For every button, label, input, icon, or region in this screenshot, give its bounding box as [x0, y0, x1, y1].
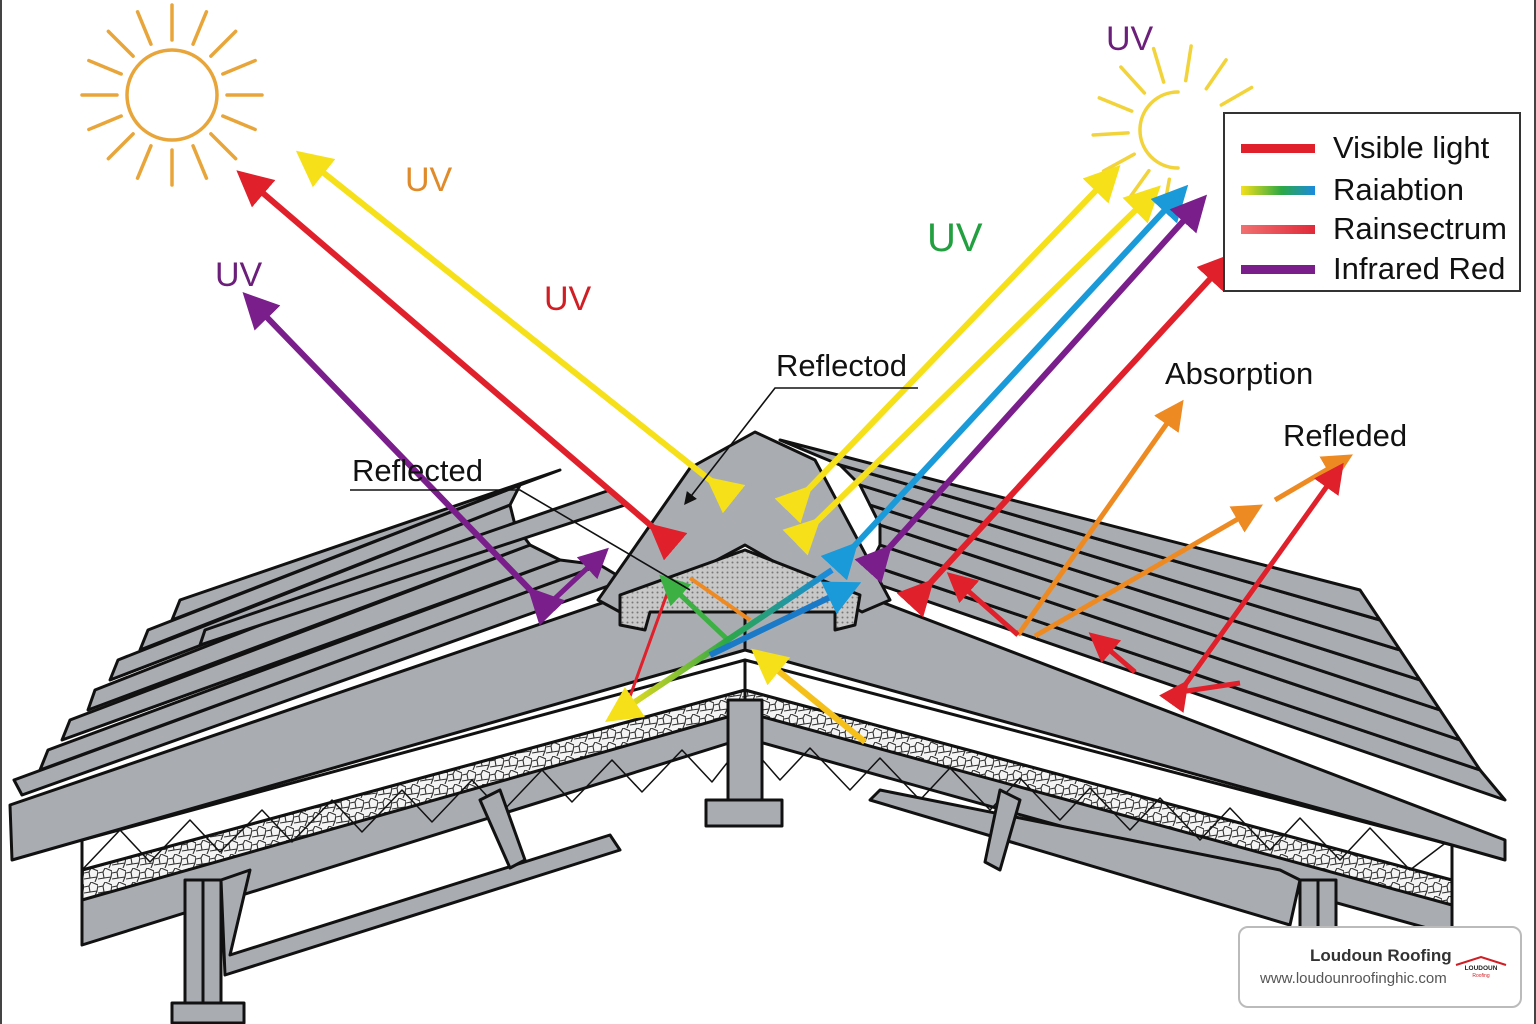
legend-swatch: [1241, 143, 1315, 153]
ray-yellow-left: [295, 150, 746, 514]
sun-ray: [191, 144, 209, 180]
sun-ray: [221, 58, 257, 76]
sun-ray: [1126, 168, 1151, 201]
brand-badge: Loudoun Roofing www.loudounroofinghic.co…: [1238, 926, 1522, 1008]
callout-reflected: Reflected: [352, 453, 483, 488]
legend-item-visible-light: Visible light: [1241, 128, 1489, 168]
sun-ray: [1091, 131, 1130, 137]
legend-item-radiation: Raiabtion: [1241, 170, 1464, 210]
sun-ray: [209, 29, 238, 58]
ray-reflect-red-3: [1179, 680, 1241, 695]
sun-ray: [1119, 65, 1147, 95]
uv-label-orange: UV: [405, 161, 453, 199]
sun-ray: [1219, 85, 1254, 107]
legend-swatch: [1241, 264, 1315, 274]
legend-item-rainsectrum: Rainsectrum: [1241, 209, 1507, 249]
uv-label-purple-top: UV: [1106, 20, 1154, 58]
callout-refleded: Refleded: [1283, 418, 1408, 453]
sun-ray: [1097, 96, 1134, 113]
sun-ray: [1204, 58, 1228, 91]
brand-name: Loudoun Roofing: [1310, 946, 1452, 965]
sun-ray: [209, 132, 238, 161]
ray-reflect-red-2: [1159, 462, 1344, 713]
callout-leaders: [350, 387, 918, 591]
ray-reflect-red-1: [946, 572, 1020, 637]
sun-ray: [1151, 46, 1166, 84]
logo-text-top: LOUDOUN: [1465, 965, 1498, 972]
legend-item-infrared: Infrared Red: [1241, 249, 1505, 289]
ray-absorption-1: [1015, 399, 1184, 637]
roof-right-slope: [743, 438, 1507, 1007]
ray-infrared-left: [242, 292, 566, 626]
logo-text-bottom: Roofing: [1472, 973, 1489, 979]
legend-label: Rainsectrum: [1333, 211, 1507, 246]
ray-infrared-reflect-left: [546, 547, 609, 607]
ray-visible-right: [896, 252, 1235, 618]
sun-ray: [135, 144, 153, 180]
uv-label-red: UV: [544, 280, 592, 318]
sun-ray: [87, 114, 123, 132]
callout-absorption: Absorption: [1165, 356, 1314, 391]
ray-internal-blue: [708, 581, 862, 658]
legend-label: Infrared Red: [1333, 251, 1506, 286]
uv-label-green: UV: [927, 216, 983, 260]
legend-label: Visible light: [1333, 130, 1490, 165]
ray-reflect-red-4: [1088, 632, 1137, 674]
uv-label-purple-left: UV: [215, 256, 263, 294]
roof-left-slope: [8, 468, 747, 1024]
legend-label: Raiabtion: [1333, 172, 1464, 207]
sun-ray: [106, 29, 135, 58]
loudoun-logo-icon: LOUDOUN Roofing: [1455, 956, 1507, 979]
ray-internal-gradient: [605, 567, 834, 723]
brand-url[interactable]: www.loudounroofinghic.com: [1260, 970, 1447, 987]
sun-ray: [135, 10, 153, 46]
sun-ray: [1101, 152, 1136, 173]
callout-reflectod: Reflectod: [776, 348, 907, 383]
sun-ray: [221, 114, 257, 132]
sun-left-icon: [80, 3, 264, 187]
rays: [236, 150, 1353, 745]
ray-internal-yellow: [751, 648, 867, 745]
legend-swatch: [1241, 185, 1315, 195]
sun-ray: [106, 132, 135, 161]
legend: Visible light Raiabtion Rainsectrum Infr…: [1223, 112, 1521, 292]
sun-ray: [1183, 44, 1193, 83]
ray-internal-green: [659, 574, 730, 642]
sun-ray: [87, 58, 123, 76]
legend-swatch: [1241, 224, 1315, 234]
sun-ray: [191, 10, 209, 46]
ray-internal-orange: [688, 576, 752, 622]
